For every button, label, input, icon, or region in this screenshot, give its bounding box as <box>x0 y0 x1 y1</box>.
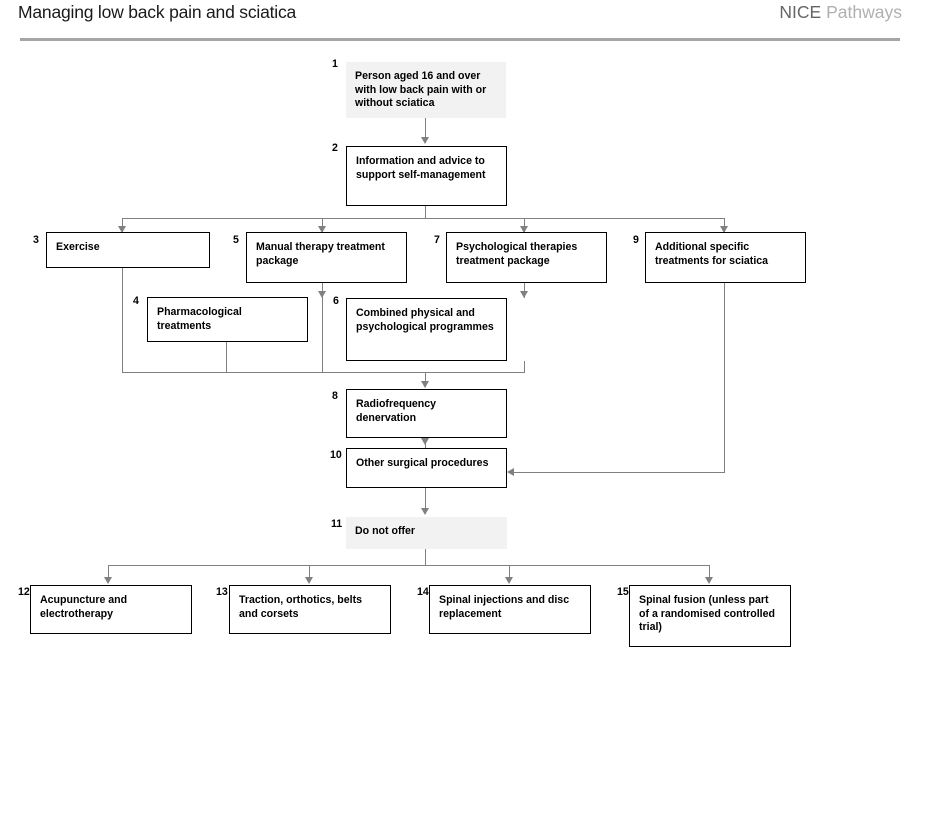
node-4[interactable]: Pharmacological treatments <box>147 297 308 342</box>
connector-bar-to-8 <box>425 372 427 387</box>
connector-1-to-2 <box>425 118 427 140</box>
node-13[interactable]: Traction, orthotics, belts and corsets <box>229 585 391 634</box>
node-number-11: 11 <box>331 518 343 530</box>
node-number-8: 8 <box>332 390 338 402</box>
arrowhead-into-7 <box>520 226 528 233</box>
arrowhead-into-8 <box>421 381 429 388</box>
node-7[interactable]: Psychological therapies treatment packag… <box>446 232 607 283</box>
connector-6-down <box>524 361 526 373</box>
connector-bar-to-9 <box>724 218 726 233</box>
node-number-12: 12 <box>18 586 30 598</box>
node-number-2: 2 <box>332 142 338 154</box>
node-2[interactable]: Information and advice to support self-m… <box>346 146 507 206</box>
node-number-14: 14 <box>417 586 429 598</box>
node-number-6: 6 <box>333 295 339 307</box>
arrowhead-into-9 <box>720 226 728 233</box>
connector-bar-to-3 <box>122 218 124 233</box>
collection-bar-to-8 <box>122 372 525 374</box>
node-number-7: 7 <box>434 234 440 246</box>
header-divider <box>20 38 900 41</box>
node-number-1: 1 <box>332 58 338 70</box>
distribution-bar-bottom <box>108 565 710 567</box>
node-number-3: 3 <box>33 234 39 246</box>
node-5[interactable]: Manual therapy treatment package <box>246 232 407 283</box>
arrowhead-into-5 <box>318 226 326 233</box>
node-10[interactable]: Other surgical procedures <box>346 448 507 488</box>
connector-9-down <box>724 283 726 473</box>
node-number-4: 4 <box>133 295 139 307</box>
connector-5-down <box>322 283 324 373</box>
arrowhead-into-3 <box>118 226 126 233</box>
node-number-5: 5 <box>233 234 239 246</box>
arrowhead-into-15 <box>705 577 713 584</box>
connector-bar-to-12 <box>108 565 110 580</box>
node-15[interactable]: Spinal fusion (unless part of a randomis… <box>629 585 791 647</box>
node-1[interactable]: Person aged 16 and over with low back pa… <box>346 62 506 118</box>
node-3[interactable]: Exercise <box>46 232 210 268</box>
node-number-9: 9 <box>633 234 639 246</box>
connector-4-down <box>226 342 228 373</box>
node-number-13: 13 <box>216 586 228 598</box>
arrowhead-into-14 <box>505 577 513 584</box>
connector-bar-to-15 <box>709 565 711 580</box>
arrowhead-into-2 <box>421 137 429 144</box>
node-8[interactable]: Radiofrequency denervation <box>346 389 507 438</box>
node-number-10: 10 <box>330 449 342 461</box>
arrowhead-into-10 <box>421 438 429 445</box>
connector-bar-to-5 <box>322 218 324 233</box>
arrowhead-into-10-from-9 <box>507 468 514 476</box>
connector-10-to-11 <box>425 488 427 510</box>
connector-2-down <box>425 206 427 219</box>
arrowhead-into-11 <box>421 508 429 515</box>
page-title: Managing low back pain and sciatica <box>18 2 297 22</box>
connector-7-to-6 <box>524 283 526 298</box>
arrowhead-into-6 <box>520 291 528 298</box>
connector-3-down <box>122 268 124 373</box>
node-14[interactable]: Spinal injections and disc replacement <box>429 585 591 634</box>
node-12[interactable]: Acupuncture and electrotherapy <box>30 585 192 634</box>
connector-11-down <box>425 549 427 566</box>
brand-primary: NICE <box>779 2 822 22</box>
distribution-bar-top <box>122 218 725 220</box>
arrowhead-into-12 <box>104 577 112 584</box>
connector-bar-to-7 <box>524 218 526 233</box>
connector-bar-to-13 <box>309 565 311 580</box>
connector-bar-to-14 <box>509 565 511 580</box>
brand-secondary: Pathways <box>826 2 902 22</box>
node-6[interactable]: Combined physical and psychological prog… <box>346 298 507 361</box>
node-9[interactable]: Additional specific treatments for sciat… <box>645 232 806 283</box>
node-number-15: 15 <box>617 586 629 598</box>
connector-9-to-10-horizontal <box>514 472 725 474</box>
node-11[interactable]: Do not offer <box>346 517 507 549</box>
arrowhead-into-13 <box>305 577 313 584</box>
